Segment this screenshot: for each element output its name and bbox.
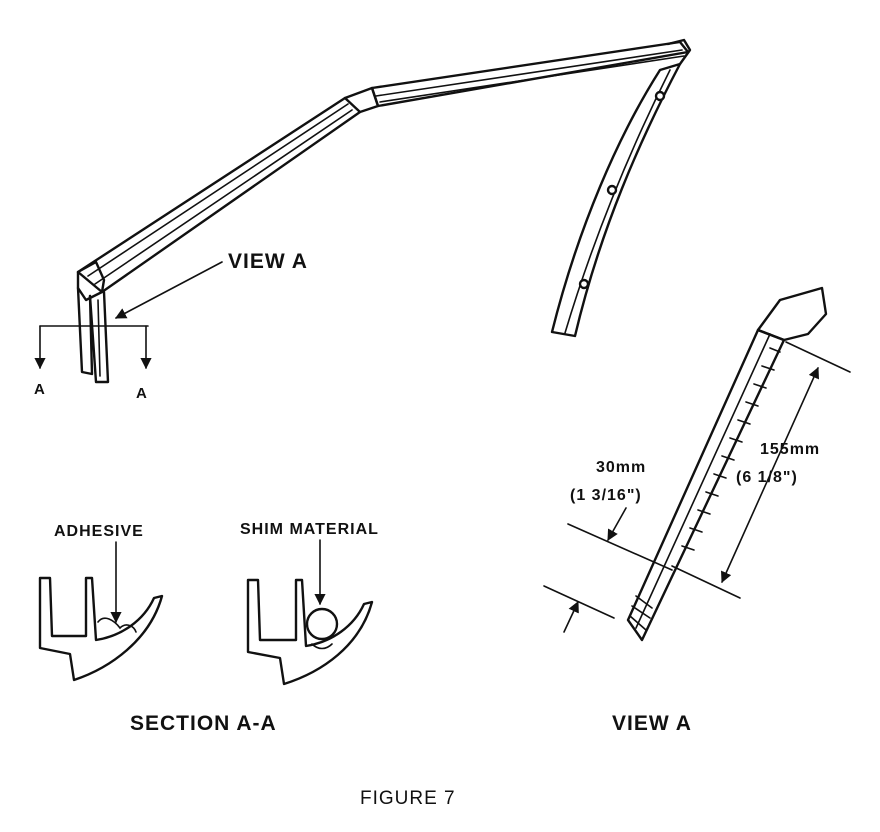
- figure-caption: FIGURE 7: [360, 788, 456, 809]
- section-adhesive-detail: ADHESIVE: [38, 523, 164, 682]
- shim-material-label: SHIM MATERIAL: [240, 521, 379, 538]
- section-mark-right: A: [136, 385, 147, 402]
- view-a-callout-label: VIEW A: [228, 250, 308, 273]
- dim-155-imperial: (6 1/8"): [736, 469, 798, 486]
- section-mark-left: A: [34, 381, 45, 398]
- dim-155-metric: 155mm: [760, 441, 820, 458]
- roof-rail-weatherstrip: [76, 38, 692, 384]
- view-a-title: VIEW A: [612, 712, 692, 735]
- view-a-callout: VIEW A: [115, 250, 308, 319]
- dim-30-metric: 30mm: [596, 459, 646, 476]
- section-title: SECTION A-A: [130, 712, 277, 735]
- view-a-detail: 155mm (6 1/8") 30mm (1 3/16"): [543, 286, 851, 642]
- dim-30-imperial: (1 3/16"): [570, 487, 642, 504]
- section-cut-line: A A: [34, 325, 152, 402]
- section-shim-detail: SHIM MATERIAL: [240, 521, 379, 686]
- adhesive-label: ADHESIVE: [54, 523, 144, 540]
